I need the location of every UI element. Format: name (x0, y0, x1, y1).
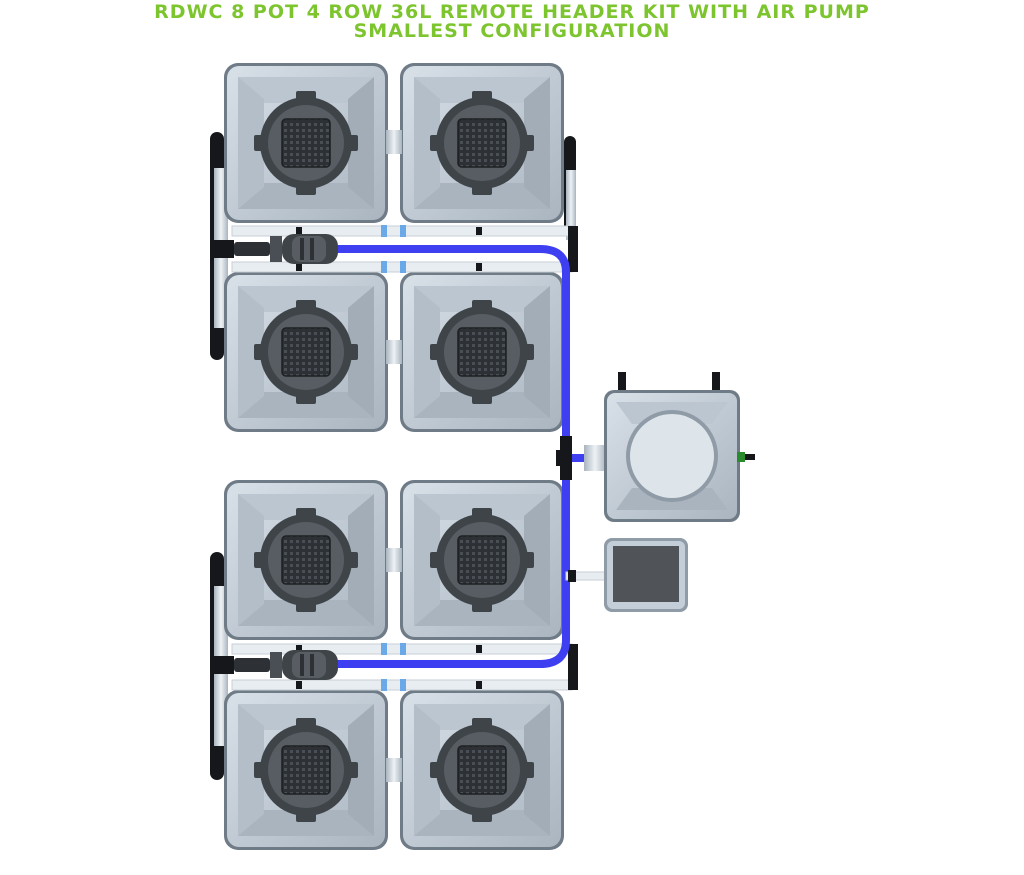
pot-link-row-4 (386, 758, 402, 782)
pot-link-row-2 (386, 340, 402, 364)
pot-link-row-3 (386, 548, 402, 572)
pot-4 (399, 271, 565, 433)
air-pump (604, 538, 688, 612)
diagram-title-line-2: SMALLEST CONFIGURATION (353, 20, 671, 42)
pot-3 (223, 271, 389, 433)
pot-2 (399, 62, 565, 224)
right-pipe-top (566, 170, 576, 240)
pot-link-row-1 (386, 130, 402, 154)
header-tee-joint (556, 450, 572, 466)
pot-5 (223, 479, 389, 641)
inline-pump-top (212, 234, 338, 264)
diagram-title-line-1: RDWC 8 POT 4 ROW 36L REMOTE HEADER KIT W… (154, 1, 870, 23)
header-tank (604, 372, 755, 522)
header-outlet-coupler (584, 445, 606, 471)
pot-8 (399, 689, 565, 851)
pot-7 (223, 689, 389, 851)
air-line-fitting (568, 570, 576, 582)
inline-pump-bottom (212, 650, 338, 680)
bottom-manifold (231, 643, 578, 691)
top-manifold (231, 225, 578, 273)
pot-6 (399, 479, 565, 641)
pot-1 (223, 62, 389, 224)
